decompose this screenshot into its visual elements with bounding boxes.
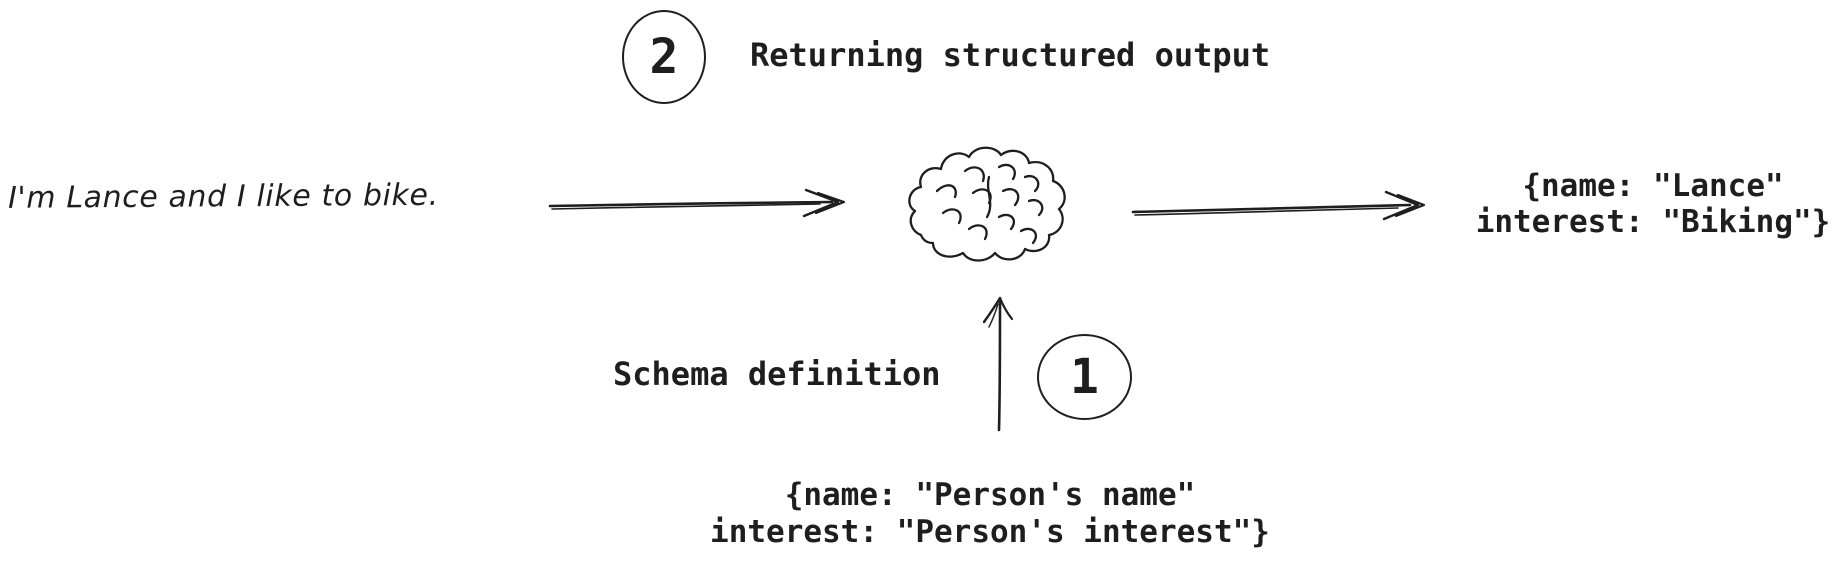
arrow-model-to-output-icon (1131, 190, 1426, 221)
step-1-number: 1 (1070, 349, 1099, 405)
step-2-number: 2 (649, 29, 679, 85)
diagram-title: Returning structured output (750, 36, 1271, 74)
arrow-input-to-model-icon (548, 188, 846, 218)
structured-output-line1: {name: "Lance" (1522, 168, 1784, 204)
step-2-badge: 2 (622, 10, 706, 104)
structured-output: {name: "Lance"interest: "Biking"} (1476, 168, 1831, 240)
brain-icon (908, 146, 1066, 262)
input-message: I'm Lance and I like to bike. (7, 177, 439, 216)
schema-definition-json: {name: "Person's name"interest: "Person'… (710, 477, 1270, 551)
schema-definition-label: Schema definition (613, 355, 941, 393)
arrow-schema-to-model-icon (982, 296, 1014, 432)
structured-output-line2: interest: "Biking"} (1475, 204, 1831, 240)
schema-json-line1: {name: "Person's name" (784, 477, 1196, 513)
schema-json-line2: interest: "Person's interest"} (710, 514, 1270, 550)
step-1-badge: 1 (1037, 334, 1132, 420)
